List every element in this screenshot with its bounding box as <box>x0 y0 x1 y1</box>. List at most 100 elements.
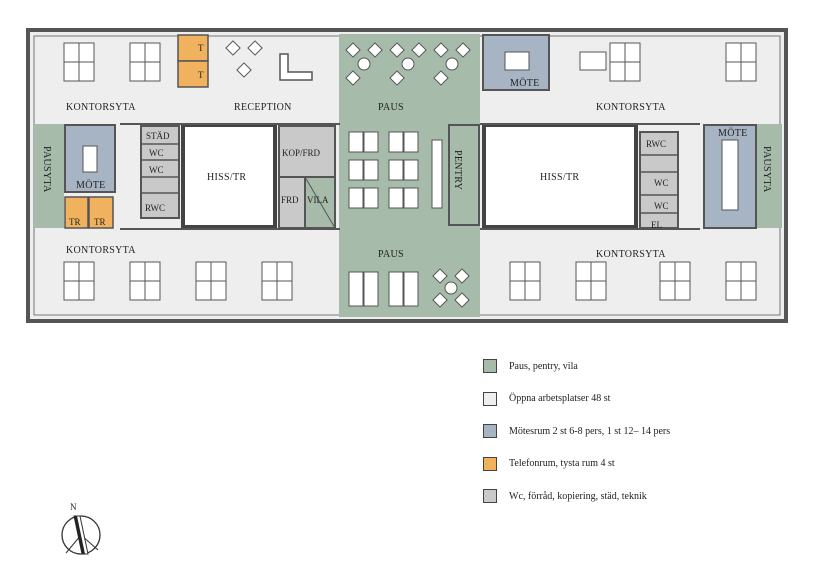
label-wc4: WC <box>654 201 669 211</box>
meeting-table <box>348 131 364 153</box>
desk-cluster <box>129 261 161 301</box>
label-wc1: WC <box>149 148 164 158</box>
pause-table <box>445 57 459 71</box>
label-frd: FRD <box>281 195 299 205</box>
legend-label-open: Öppna arbetsplatser 48 st <box>509 393 611 404</box>
pause-chair <box>455 42 471 58</box>
compass-north-label: N <box>70 502 77 512</box>
meeting-table <box>388 187 404 209</box>
legend-item-paus: Paus, pentry, vila <box>483 358 813 374</box>
legend-swatch-paus <box>483 359 497 373</box>
legend-item-telefon: Telefonrum, tysta rum 4 st <box>483 456 813 472</box>
label-rwc-right: RWC <box>646 139 666 149</box>
pause-chair <box>454 268 470 284</box>
legend-item-mote: Mötesrum 2 st 6-8 pers, 1 st 12– 14 pers <box>483 423 813 439</box>
pause-chair <box>433 42 449 58</box>
pause-chair <box>411 42 427 58</box>
label-kontorsyta-nw: KONTORSYTA <box>66 102 136 113</box>
meeting-table <box>403 271 419 307</box>
legend-swatch-open <box>483 391 497 406</box>
label-mote-right: MÖTE <box>718 127 748 139</box>
label-mote-top: MÖTE <box>510 77 540 89</box>
pause-chair <box>247 40 263 56</box>
pausyta-left-zone <box>34 124 64 228</box>
label-paus-bottom: PAUS <box>378 249 404 260</box>
meeting-table <box>403 187 419 209</box>
label-reception: RECEPTION <box>234 102 292 113</box>
telefon-room-t1 <box>177 34 209 62</box>
label-hiss-right: HISS/TR <box>540 172 579 183</box>
stad-wc-block <box>140 125 180 219</box>
desk-cluster <box>725 42 757 82</box>
pause-chair <box>389 70 405 86</box>
meeting-table <box>388 271 404 307</box>
legend-item-wc: Wc, förråd, kopiering, städ, teknik <box>483 488 813 504</box>
label-kontorsyta-sw: KONTORSYTA <box>66 245 136 256</box>
meeting-table <box>403 131 419 153</box>
pause-chair <box>367 42 383 58</box>
desk-cluster <box>195 261 227 301</box>
legend-item-open: Öppna arbetsplatser 48 st <box>483 391 813 407</box>
meeting-table <box>721 139 739 211</box>
label-pausyta-left: PAUSYTA <box>41 146 52 193</box>
reception-desk <box>279 53 313 81</box>
label-kop-frd: KOP/FRD <box>282 148 321 158</box>
meeting-table <box>403 159 419 181</box>
meeting-table <box>348 187 364 209</box>
label-t2: T <box>198 70 204 80</box>
telefon-room-tr1 <box>64 196 89 229</box>
desk-cluster <box>63 42 95 82</box>
meeting-table <box>348 271 364 307</box>
hiss-left-core <box>181 123 277 229</box>
label-hiss-left: HISS/TR <box>207 172 246 183</box>
legend-label-wc: Wc, förråd, kopiering, städ, teknik <box>509 490 647 502</box>
meeting-table <box>363 187 379 209</box>
label-rwc-left: RWC <box>145 203 165 213</box>
meeting-table <box>82 145 98 173</box>
pentry-counter <box>448 124 480 226</box>
label-el: EL <box>651 220 662 230</box>
meeting-table <box>504 51 530 71</box>
pause-chair <box>345 70 361 86</box>
pause-chair <box>432 268 448 284</box>
meeting-table <box>579 51 607 71</box>
pause-chair <box>389 42 405 58</box>
label-paus-top: PAUS <box>378 102 404 113</box>
pause-table <box>444 281 458 295</box>
legend-label-paus: Paus, pentry, vila <box>509 360 578 372</box>
pause-chair <box>433 70 449 86</box>
label-wc3: WC <box>654 178 669 188</box>
pause-chair <box>345 42 361 58</box>
legend: Paus, pentry, vila Öppna arbetsplatser 4… <box>483 358 813 521</box>
telefon-room-t2 <box>177 60 209 88</box>
meeting-table <box>388 159 404 181</box>
legend-swatch-telefon <box>483 456 497 471</box>
desk-cluster <box>659 261 691 301</box>
label-mote-left: MÖTE <box>76 179 106 191</box>
label-wc2: WC <box>149 165 164 175</box>
pause-tables <box>225 40 471 308</box>
legend-label-telefon: Telefonrum, tysta rum 4 st <box>509 458 615 469</box>
pause-chair <box>225 40 241 56</box>
legend-swatch-mote <box>483 424 497 438</box>
pause-chair <box>454 292 470 308</box>
pause-chair <box>432 292 448 308</box>
meeting-table <box>363 271 379 307</box>
desk-cluster <box>725 261 757 301</box>
desk-cluster <box>609 42 641 82</box>
label-kontorsyta-ne: KONTORSYTA <box>596 102 666 113</box>
label-tr2: TR <box>94 217 106 227</box>
meeting-table <box>388 131 404 153</box>
meeting-table <box>363 159 379 181</box>
desk-cluster <box>509 261 541 301</box>
meeting-table <box>363 131 379 153</box>
label-pentry: PENTRY <box>452 150 463 190</box>
label-t1: T <box>198 43 204 53</box>
pause-chair <box>236 62 252 78</box>
telefon-room-tr2 <box>88 196 114 229</box>
pause-table <box>357 57 371 71</box>
label-kontorsyta-se: KONTORSYTA <box>596 249 666 260</box>
label-tr1: TR <box>69 217 81 227</box>
desk-cluster <box>575 261 607 301</box>
